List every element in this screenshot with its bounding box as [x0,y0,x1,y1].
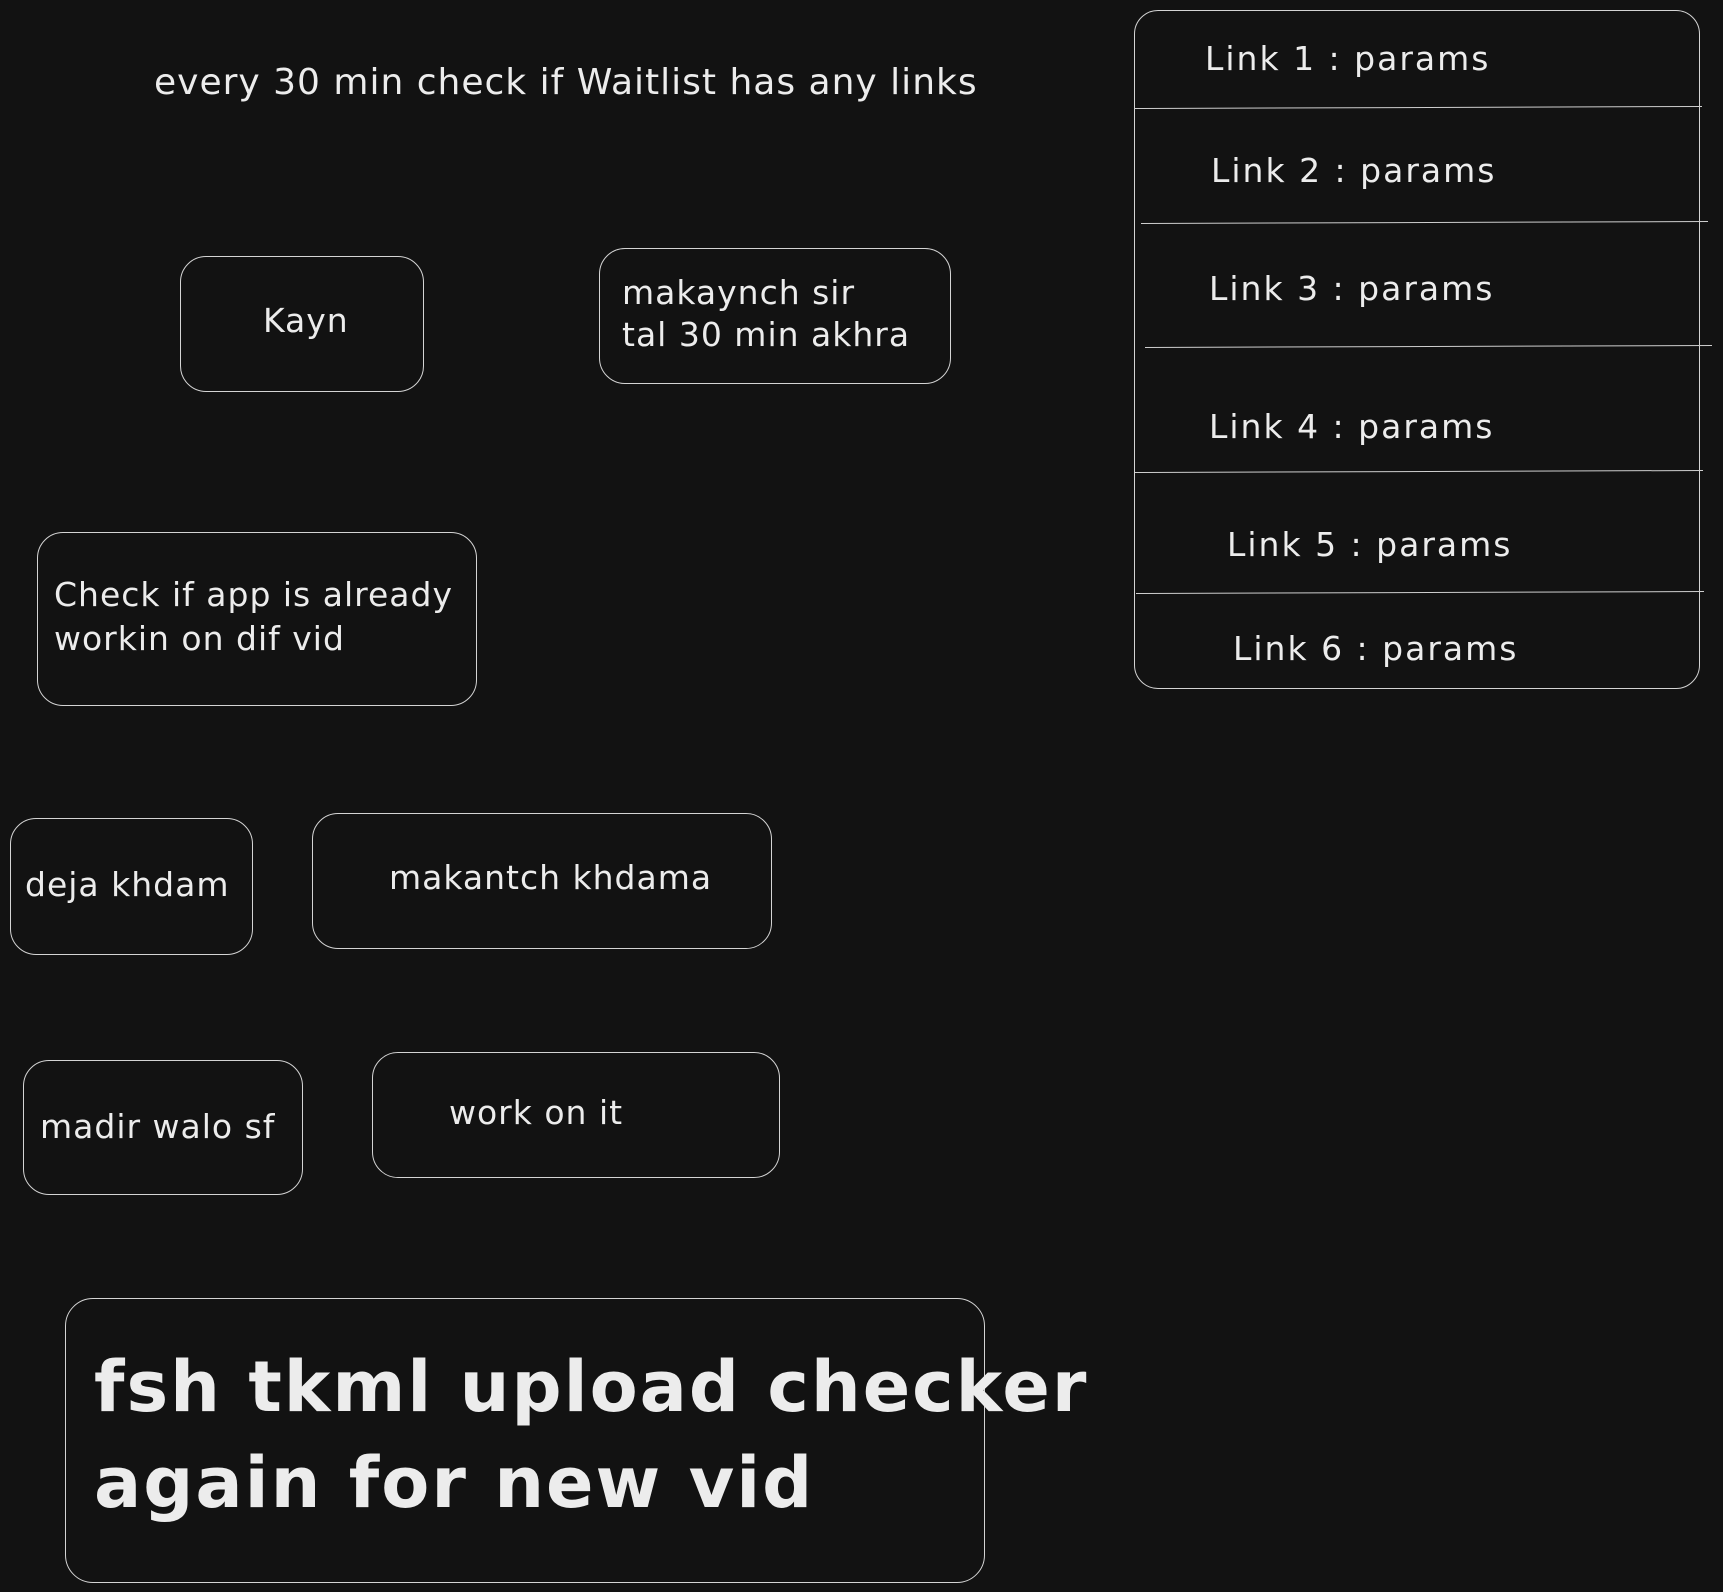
deja-khdam-label: deja khdam [25,865,230,904]
waitlist-box[interactable]: Link 1 : params Link 2 : params Link 3 :… [1134,10,1700,689]
makantch-khdama-box[interactable]: makantch khdama [312,813,772,949]
upload-checker-line1: fsh tkml upload checker [94,1346,1089,1428]
waitlist-link-5[interactable]: Link 5 : params [1227,525,1513,564]
kayn-box[interactable]: Kayn [180,256,424,392]
check-app-box[interactable]: Check if app is already workin on dif vi… [37,532,477,706]
waitlist-link-2[interactable]: Link 2 : params [1211,151,1497,190]
makaynch-sir-line2: tal 30 min akhra [622,315,911,354]
makantch-khdama-label: makantch khdama [389,858,713,897]
kayn-label: Kayn [263,301,349,340]
deja-khdam-box[interactable]: deja khdam [10,818,253,955]
heading-text: every 30 min check if Waitlist has any l… [154,62,978,103]
upload-checker-line2: again for new vid [94,1442,815,1524]
upload-checker-box[interactable]: fsh tkml upload checker again for new vi… [65,1298,1086,1583]
waitlist-link-3[interactable]: Link 3 : params [1209,269,1495,308]
makaynch-sir-box[interactable]: makaynch sir tal 30 min akhra [599,248,951,384]
work-on-it-label: work on it [449,1093,624,1132]
waitlist-link-1[interactable]: Link 1 : params [1205,39,1491,78]
madir-walo-label: madir walo sf [40,1107,276,1146]
waitlist-link-6[interactable]: Link 6 : params [1233,629,1519,668]
makaynch-sir-line1: makaynch sir [622,273,856,312]
waitlist-link-4[interactable]: Link 4 : params [1209,407,1495,446]
work-on-it-box[interactable]: work on it [372,1052,780,1178]
madir-walo-box[interactable]: madir walo sf [23,1060,303,1195]
check-app-line1: Check if app is already [54,575,453,614]
check-app-line2: workin on dif vid [54,619,345,658]
